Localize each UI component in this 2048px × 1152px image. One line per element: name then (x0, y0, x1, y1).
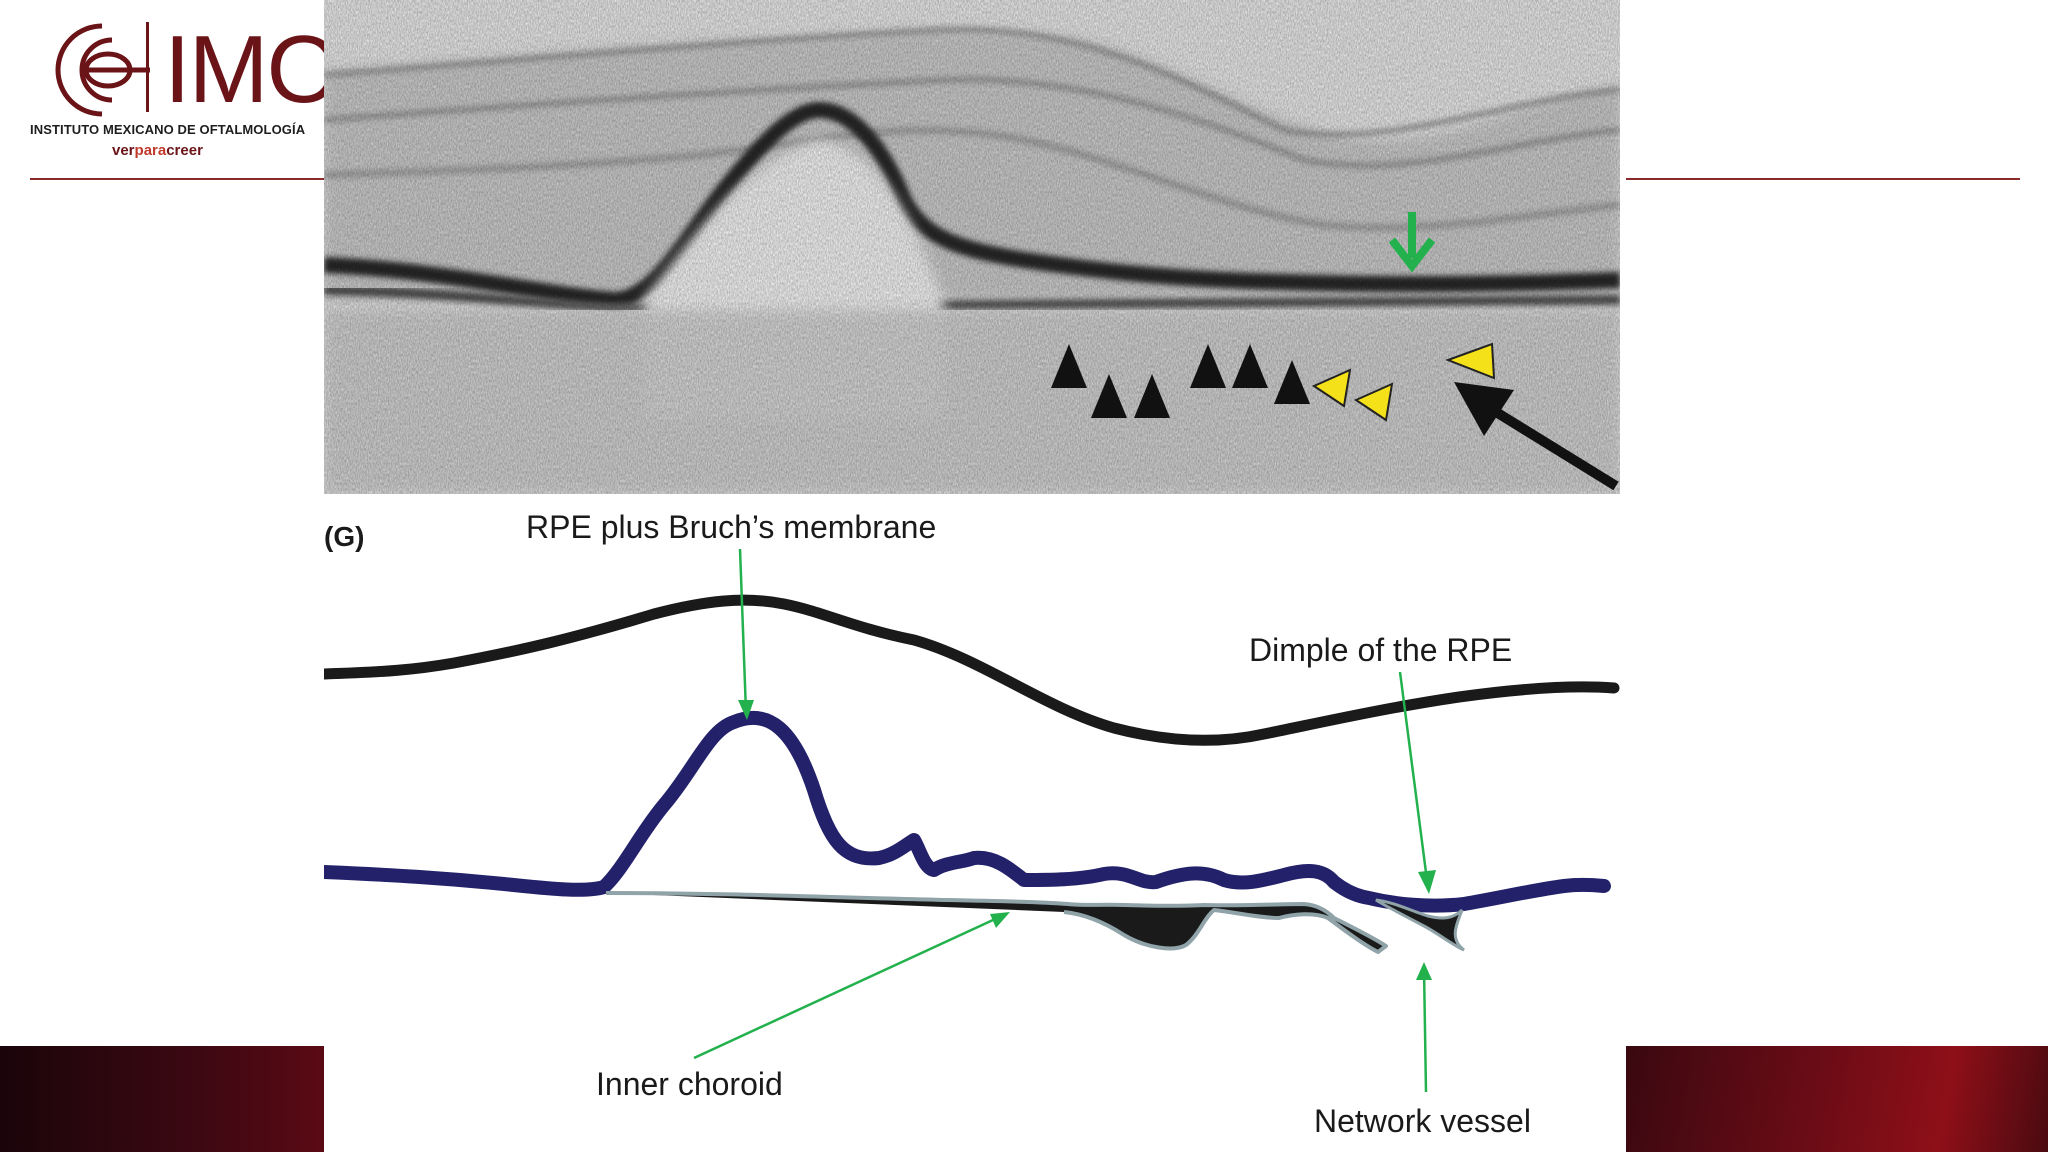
label-inner-choroid: Inner choroid (596, 1066, 783, 1102)
logo-wordmark: IMO (164, 16, 341, 123)
black-pointer-arrow-icon (1454, 382, 1619, 491)
green-down-arrow-icon (1388, 212, 1436, 273)
green-pointer-lines (693, 548, 1436, 1093)
choroid-line (605, 891, 1388, 954)
logo-tagline: verparacreer (112, 142, 203, 159)
header-rule-right (1626, 178, 2020, 180)
panel-label: (G) (324, 521, 364, 552)
label-dimple-rpe: Dimple of the RPE (1249, 632, 1512, 668)
label-rpe-bruch: RPE plus Bruch’s membrane (526, 509, 936, 545)
yellow-arrowhead-markers (1311, 342, 1496, 422)
eye-logo-icon (55, 23, 150, 117)
label-network-vessel: Network vessel (1314, 1103, 1531, 1139)
imo-logo: IMO INSTITUTO MEXICANO DE OFTALMOLOGÍA v… (28, 18, 341, 168)
retina-contour-line (324, 594, 1620, 746)
logo-divider (146, 22, 149, 112)
footer-band-left (0, 1046, 324, 1152)
network-vessel-outline (1375, 898, 1465, 952)
logo-institution-name: INSTITUTO MEXICANO DE OFTALMOLOGÍA (30, 122, 306, 137)
footer-band-right (1626, 1046, 2048, 1152)
header-rule-left (30, 178, 324, 180)
oct-figure: (G) RPE plus Bruch’s membrane Dimple of … (324, 0, 1620, 1139)
black-arrowhead-markers (1051, 344, 1310, 418)
figure-panel: (G) RPE plus Bruch’s membrane Dimple of … (324, 0, 1626, 1152)
rpe-bruch-line (324, 711, 1611, 913)
diagram-schematic (324, 594, 1620, 954)
oct-scan-image (324, 0, 1620, 494)
